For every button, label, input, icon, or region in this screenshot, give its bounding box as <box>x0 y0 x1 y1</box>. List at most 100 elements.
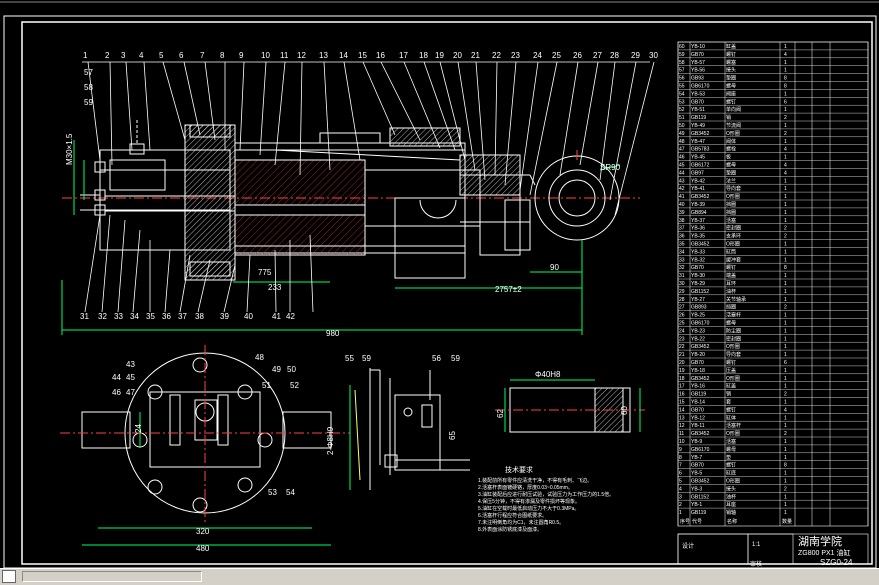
ucs-icon[interactable] <box>2 570 16 583</box>
bom-name: 螺钉 <box>726 462 736 469</box>
part-label-27: 27 <box>593 51 602 60</box>
bom-qty: 1 <box>784 194 787 200</box>
part-label-23: 23 <box>511 51 520 60</box>
bom-no: 39 <box>679 210 685 216</box>
bom-code: YB-3 <box>691 486 702 492</box>
bom-qty: 1 <box>784 123 787 129</box>
bom-no: 44 <box>679 170 685 176</box>
part-label-5: 5 <box>159 51 164 60</box>
bom-qty: 1 <box>784 494 787 500</box>
bom-no: 45 <box>679 163 685 169</box>
bom-qty: 1 <box>784 455 787 461</box>
bom-code: YB-1 <box>691 502 702 508</box>
flange-label-51: 51 <box>262 381 271 390</box>
bom-no: 14 <box>679 407 685 413</box>
bom-name: 缸筒 <box>726 248 736 255</box>
bom-no: 19 <box>679 368 685 374</box>
bom-qty: 1 <box>784 44 787 50</box>
bom-code: YB-45 <box>691 155 705 161</box>
bom-qty: 1 <box>784 107 787 113</box>
bom-no: 23 <box>679 336 685 342</box>
bom-name: 阀座 <box>726 90 736 97</box>
flange-label-47: 47 <box>126 388 135 397</box>
part-label-40: 40 <box>244 312 253 321</box>
bom-name: 油杯 <box>726 493 736 500</box>
bom-header: 序号代号名称数量 <box>680 518 792 525</box>
bom-no: 35 <box>679 242 685 248</box>
bom-no: 60 <box>679 44 685 50</box>
bom-name: 销轴 <box>726 509 736 516</box>
dim-m30: M30×1.5 <box>65 133 74 165</box>
side-label-0: 55 <box>345 354 354 363</box>
bom-name: 缓冲套 <box>726 256 741 263</box>
bom-code: GB5783 <box>691 147 710 153</box>
bom-code: YB-5 <box>691 471 702 477</box>
bom-code: YB-53 <box>691 91 705 97</box>
bom-qty: 1 <box>784 376 787 382</box>
bom-qty: 1 <box>784 202 787 208</box>
bom-no: 21 <box>679 352 685 358</box>
bom-no: 6 <box>679 471 682 477</box>
status-field <box>22 571 202 582</box>
bom-code: YB-22 <box>691 336 705 342</box>
bom-no: 16 <box>679 392 685 398</box>
bom-name: 法兰 <box>726 177 736 184</box>
part-label-2: 2 <box>105 51 110 60</box>
flange-view <box>60 345 350 546</box>
bom-code: YB-18 <box>691 368 705 374</box>
bom-code: GB6170 <box>691 321 710 327</box>
bom-name: 挡圈 <box>726 201 736 208</box>
bom-no: 42 <box>679 186 685 192</box>
bom-name: O形圈 <box>726 193 740 200</box>
designer-label: 设计 <box>682 542 694 550</box>
bom-no: 47 <box>679 147 685 153</box>
bom-qty: 1 <box>784 336 787 342</box>
part-label-13: 13 <box>319 51 328 60</box>
bom-name: 关节轴承 <box>726 296 746 303</box>
bom-no: 33 <box>679 257 685 263</box>
bom-code: YB-10 <box>691 44 705 50</box>
bom-qty: 1 <box>784 352 787 358</box>
bom-name: 螺钉 <box>726 98 736 105</box>
bom-no: 7 <box>679 463 682 469</box>
part-label-14: 14 <box>339 51 348 60</box>
bom-no: 1 <box>679 510 682 516</box>
bom-qty: 4 <box>784 52 787 58</box>
bom-qty: 2 <box>784 431 787 437</box>
bom-name: 接头 <box>726 67 736 74</box>
bom-code: GB70 <box>691 52 704 58</box>
part-label-38: 38 <box>195 312 204 321</box>
bom-qty: 2 <box>784 131 787 137</box>
bom-code: GB93 <box>691 76 704 82</box>
bom-qty: 1 <box>784 273 787 279</box>
tech-line-8: 8.外表面涂防锈底漆及面漆。 <box>478 526 542 533</box>
bom-qty: 1 <box>784 344 787 350</box>
tech-line-3: 3.油缸装配后应进行耐压试验，试验压力为工作压力的1.5倍。 <box>478 491 614 498</box>
bom-code: YB-51 <box>691 107 705 113</box>
